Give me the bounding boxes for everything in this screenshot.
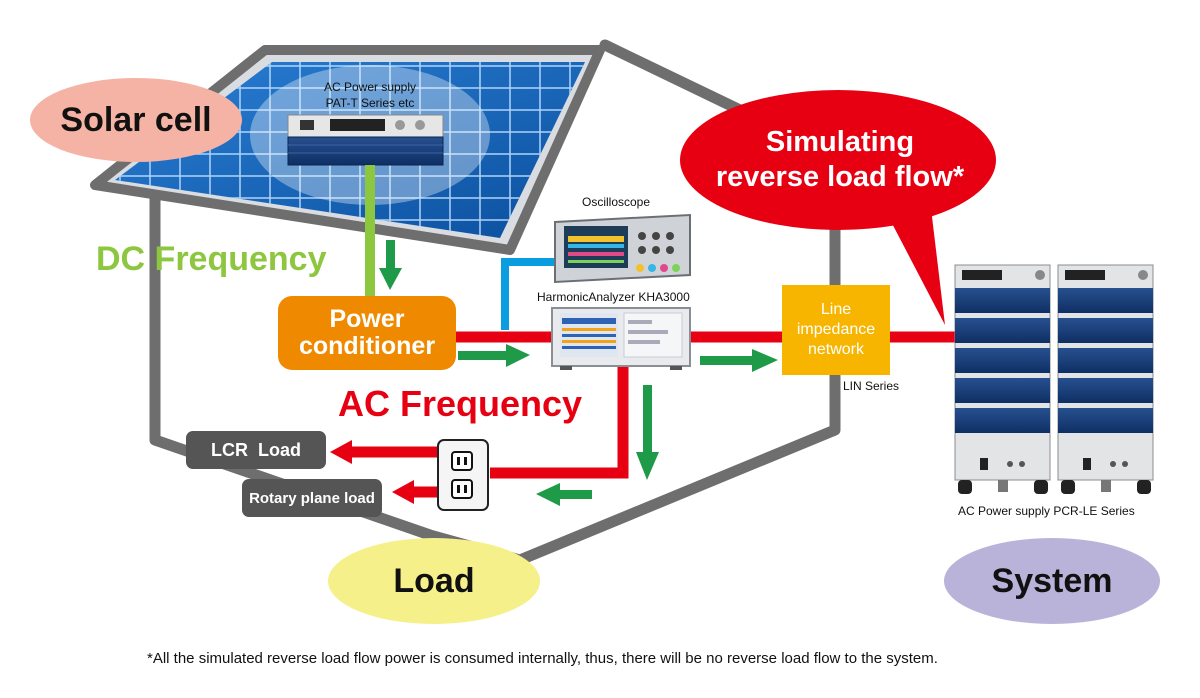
system-ellipse: System — [944, 538, 1160, 624]
arrowhead-rotary — [392, 480, 414, 504]
power-conditioner-label: Power conditioner — [298, 304, 436, 360]
pat-t-caption: AC Power supply PAT-T Series etc — [323, 80, 417, 110]
pcr-le-device — [954, 264, 1154, 494]
harmonic-analyzer-device — [551, 307, 691, 370]
callout-text: Simulating reverse load flow* — [690, 115, 990, 205]
wall-outlet — [437, 439, 489, 511]
arrowhead-lcr — [330, 440, 352, 464]
simulating-label: Simulating reverse load flow* — [715, 125, 965, 193]
power-conditioner-box: Power conditioner — [278, 296, 456, 370]
harmonic-analyzer-caption: HarmonicAnalyzer KHA3000 — [537, 290, 690, 304]
footnote: *All the simulated reverse load flow pow… — [147, 650, 938, 667]
lcr-load-label: LCR Load — [211, 439, 301, 460]
signal-line — [501, 258, 560, 330]
system-label: System — [991, 561, 1113, 600]
lcr-load-tag: LCR Load — [186, 431, 326, 469]
lin-series-caption: LIN Series — [843, 379, 900, 393]
ac-lines — [345, 331, 965, 498]
dc-frequency-label: DC Frequency — [96, 240, 327, 278]
rotary-load-label: Rotary plane load — [249, 489, 375, 507]
solar-cell-label: Solar cell — [60, 100, 212, 139]
pcr-le-caption: AC Power supply PCR-LE Series — [958, 504, 1135, 518]
flow-arrows — [379, 240, 778, 506]
ac-frequency-label: AC Frequency — [338, 383, 583, 424]
pat-t-device — [287, 114, 444, 166]
solar-cell-ellipse: Solar cell — [30, 78, 242, 162]
line-impedance-box: Line impedance network — [782, 285, 890, 375]
oscilloscope-device — [554, 213, 691, 284]
line-impedance-label: Line impedance network — [796, 301, 876, 358]
load-ellipse: Load — [328, 538, 540, 624]
load-label: Load — [393, 561, 475, 600]
callout-bubble — [680, 90, 996, 325]
rotary-load-tag: Rotary plane load — [242, 479, 382, 517]
oscilloscope-caption: Oscilloscope — [582, 195, 651, 209]
